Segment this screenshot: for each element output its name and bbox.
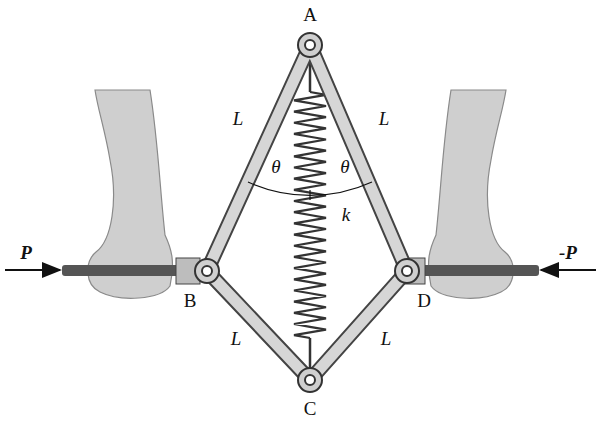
length-label: L — [233, 109, 244, 128]
angle-label: θ — [340, 157, 349, 176]
point-label: D — [417, 291, 431, 310]
pins — [195, 33, 419, 392]
point-label: A — [303, 5, 317, 24]
length-label: L — [381, 329, 392, 348]
force-label: P — [20, 243, 32, 262]
angle-label: θ — [271, 157, 280, 176]
force-arrow — [5, 269, 60, 271]
force-label: -P — [559, 243, 577, 262]
point-label: B — [184, 291, 197, 310]
left-handle — [62, 265, 180, 276]
stiffness-label: k — [342, 205, 350, 224]
point-label: C — [304, 399, 317, 418]
length-label: L — [379, 109, 390, 128]
angle-tick — [309, 190, 310, 200]
length-label: L — [231, 329, 242, 348]
linkage-bars — [207, 45, 407, 380]
spring — [294, 57, 326, 368]
right-handle — [421, 265, 539, 276]
force-arrow — [541, 269, 596, 271]
